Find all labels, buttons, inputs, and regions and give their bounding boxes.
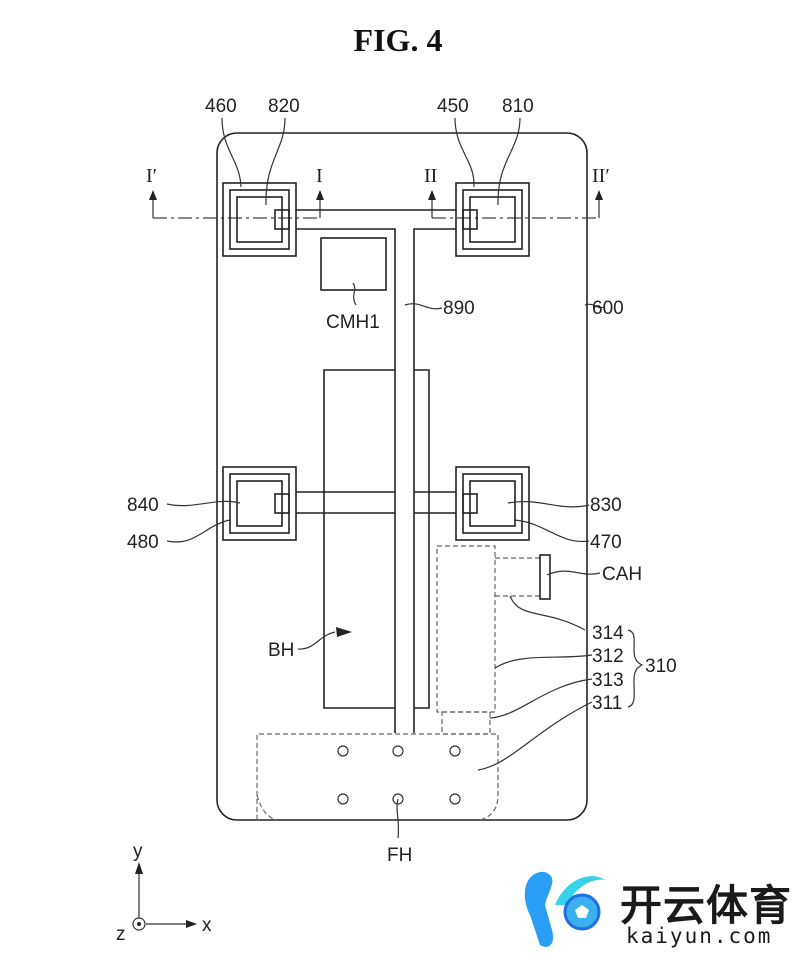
watermark-brand-cn: 开云体育 (620, 881, 793, 930)
arrow-head (428, 190, 436, 200)
label-cah: CAH (602, 564, 642, 585)
device-body-600 (216, 132, 588, 821)
label-cmh1: CMH1 (326, 312, 380, 333)
module-311 (256, 733, 499, 821)
axis-label-y: y (133, 841, 143, 862)
label-314: 314 (592, 623, 624, 644)
label-470: 470 (590, 532, 622, 553)
label-600: 600 (592, 298, 624, 319)
bh-arrow-head (336, 627, 352, 637)
pad-470 (455, 466, 530, 541)
wiring-890 (296, 209, 456, 733)
label-840: 840 (127, 495, 159, 516)
label-310: 310 (645, 656, 677, 677)
pad-480 (222, 466, 297, 541)
axis-label-x: x (202, 915, 212, 936)
arrow-head (595, 190, 603, 200)
module-311-corner (256, 794, 277, 821)
label-830: 830 (590, 495, 622, 516)
label-890: 890 (443, 298, 475, 319)
pad-450 (455, 182, 530, 257)
z-axis-dot-icon (137, 922, 141, 926)
watermark-brand-en: kaiyun.com (626, 924, 773, 948)
label-820: 820 (268, 96, 300, 117)
label-fh: FH (387, 845, 412, 866)
label-312: 312 (592, 646, 624, 667)
leader-lines (166, 117, 605, 839)
camera-hole-cah (539, 554, 551, 600)
module-312 (436, 545, 496, 713)
section-mark-i: I (316, 165, 323, 187)
module-314 (495, 557, 540, 597)
label-810: 810 (502, 96, 534, 117)
battery-hole-bh (323, 369, 430, 709)
axis-label-z: z (116, 924, 126, 945)
camera-hole-cmh1 (320, 237, 387, 291)
arrow-head (316, 190, 324, 200)
arrow-head (149, 190, 157, 200)
module-313 (441, 711, 491, 735)
figure-title: FIG. 4 (353, 22, 443, 58)
section-mark-i-prime: I′ (146, 165, 157, 187)
label-311: 311 (592, 693, 622, 714)
kaiyun-logo-icon (524, 872, 605, 947)
label-bh: BH (268, 640, 294, 661)
section-mark-ii: II (424, 165, 437, 187)
section-mark-ii-prime: II′ (592, 165, 610, 187)
label-450: 450 (437, 96, 469, 117)
label-313: 313 (592, 670, 624, 691)
pad-460 (222, 182, 297, 257)
bracket-310 (627, 629, 644, 708)
label-480: 480 (127, 532, 159, 553)
coordinate-axes (132, 862, 197, 931)
fixing-holes-fh (337, 745, 461, 805)
label-460: 460 (205, 96, 237, 117)
